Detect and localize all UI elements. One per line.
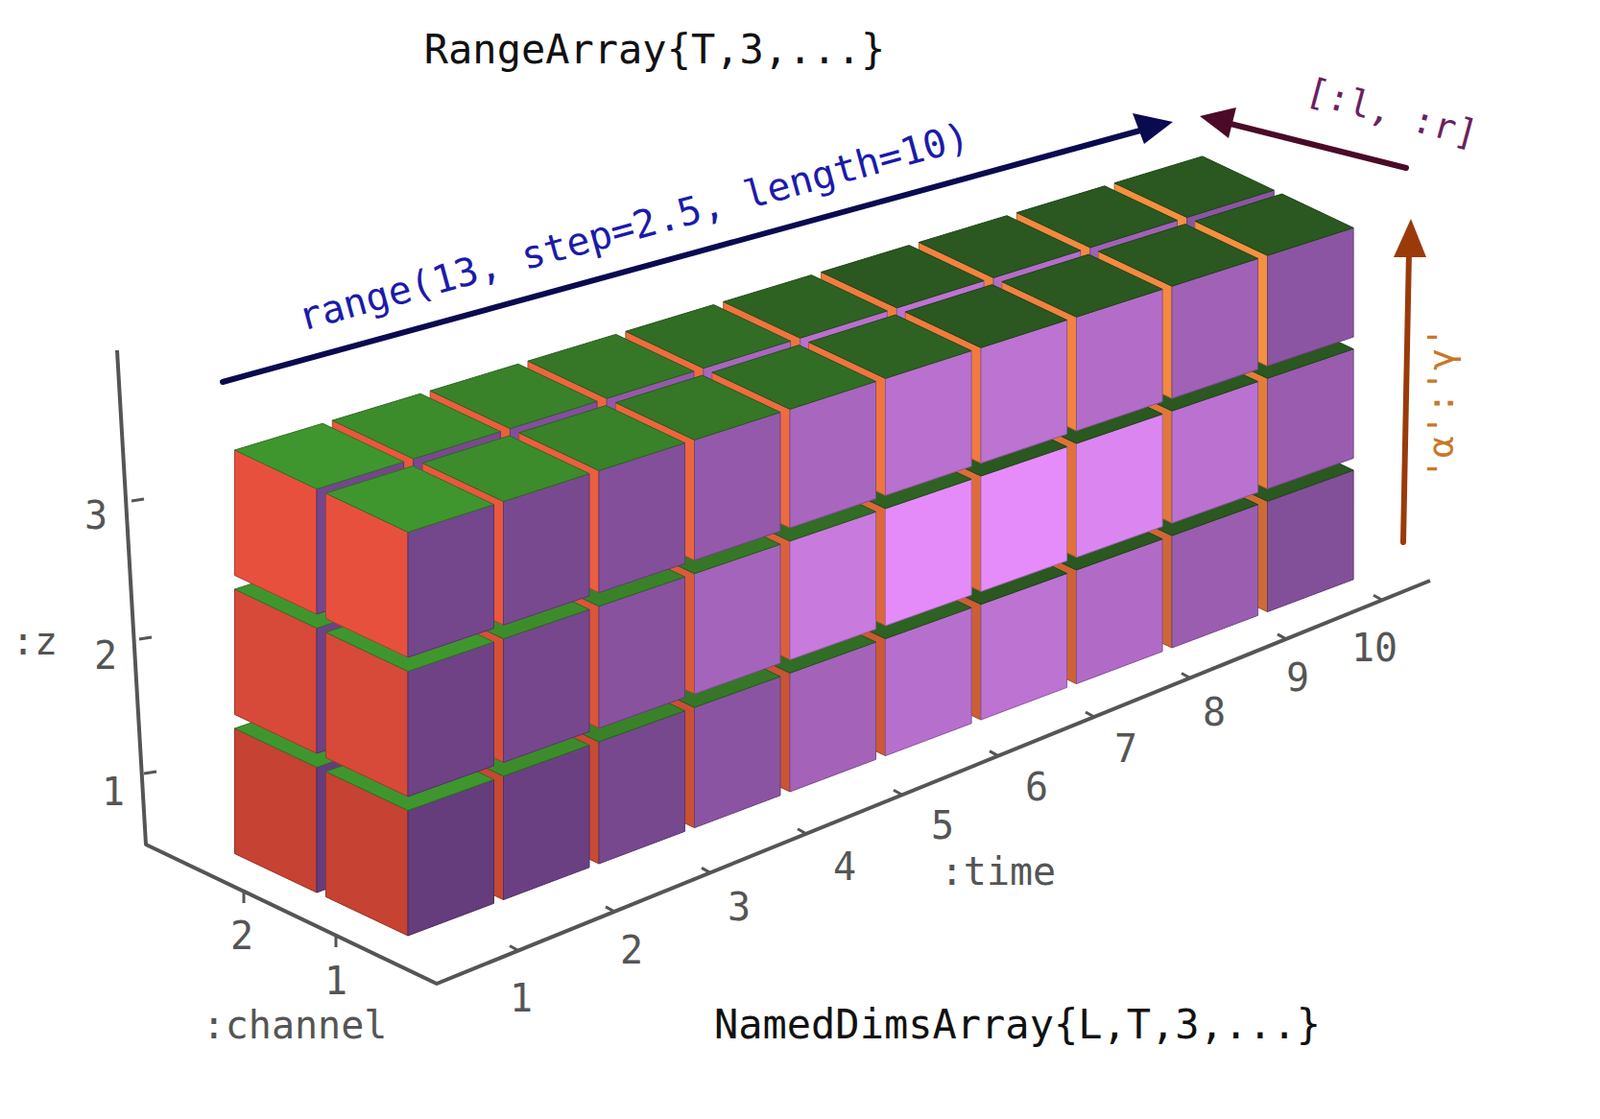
axis-tick: 8 (1202, 690, 1226, 735)
axis-tick: 1 (509, 976, 533, 1021)
axis-tick: 1 (324, 958, 348, 1003)
axis-frame (117, 350, 1431, 984)
axis-tick: 3 (727, 884, 751, 930)
axis-tick: 2 (94, 633, 118, 678)
axis-name: :channel (202, 1002, 388, 1048)
z-keys-label: 'α':'γ' (1420, 326, 1463, 480)
arrow-head (1199, 107, 1237, 139)
axis-name: :z (11, 619, 58, 664)
axis-tick: 7 (1114, 726, 1138, 771)
cube-top-face (326, 466, 495, 533)
type-caption: NamedDimsArray{L,T,3,...} (714, 1002, 1321, 1049)
axis-tick-mark (605, 907, 615, 912)
axis-tick-mark (797, 829, 807, 835)
axis-tick-mark (1085, 712, 1095, 717)
axis-tick-mark (1373, 595, 1383, 600)
arrow-shaft (222, 130, 1141, 383)
range-arrow (222, 113, 1173, 383)
axis-tick: 3 (84, 493, 108, 538)
axis-line (117, 350, 1431, 984)
axis-tick-mark (893, 789, 903, 795)
axis-tick-mark (989, 751, 999, 757)
arrow-shaft (1403, 251, 1409, 543)
type-title: RangeArray{T,3,...} (424, 26, 885, 73)
axis-tick-mark (131, 499, 144, 502)
axis-tick-mark (509, 946, 519, 952)
axis-tick-mark (701, 867, 711, 873)
axis-tick-mark (334, 935, 338, 948)
axis-tick-mark (1181, 672, 1191, 678)
axis-tick-mark (242, 891, 246, 904)
axis-tick: 9 (1286, 655, 1310, 700)
axis-tick: 2 (620, 928, 644, 973)
axis-tick: 10 (1351, 625, 1398, 670)
arrow-head (1132, 113, 1173, 144)
axis-tick: 5 (931, 803, 955, 848)
axis-name: :time (940, 849, 1056, 894)
axis-tick-mark (139, 637, 152, 640)
axis-tick: 6 (1025, 764, 1049, 810)
arrow-head (1393, 218, 1427, 258)
axis-tick-mark (1277, 634, 1287, 640)
axis-tick: 1 (101, 769, 125, 814)
range-label: range(13, step=2.5, length=10) (292, 113, 974, 339)
axis-keys-label: [:l, :r] (1301, 70, 1482, 157)
axis-tick: 4 (833, 844, 857, 889)
axis-tick-mark (143, 771, 157, 774)
axis-tick: 2 (230, 913, 254, 958)
